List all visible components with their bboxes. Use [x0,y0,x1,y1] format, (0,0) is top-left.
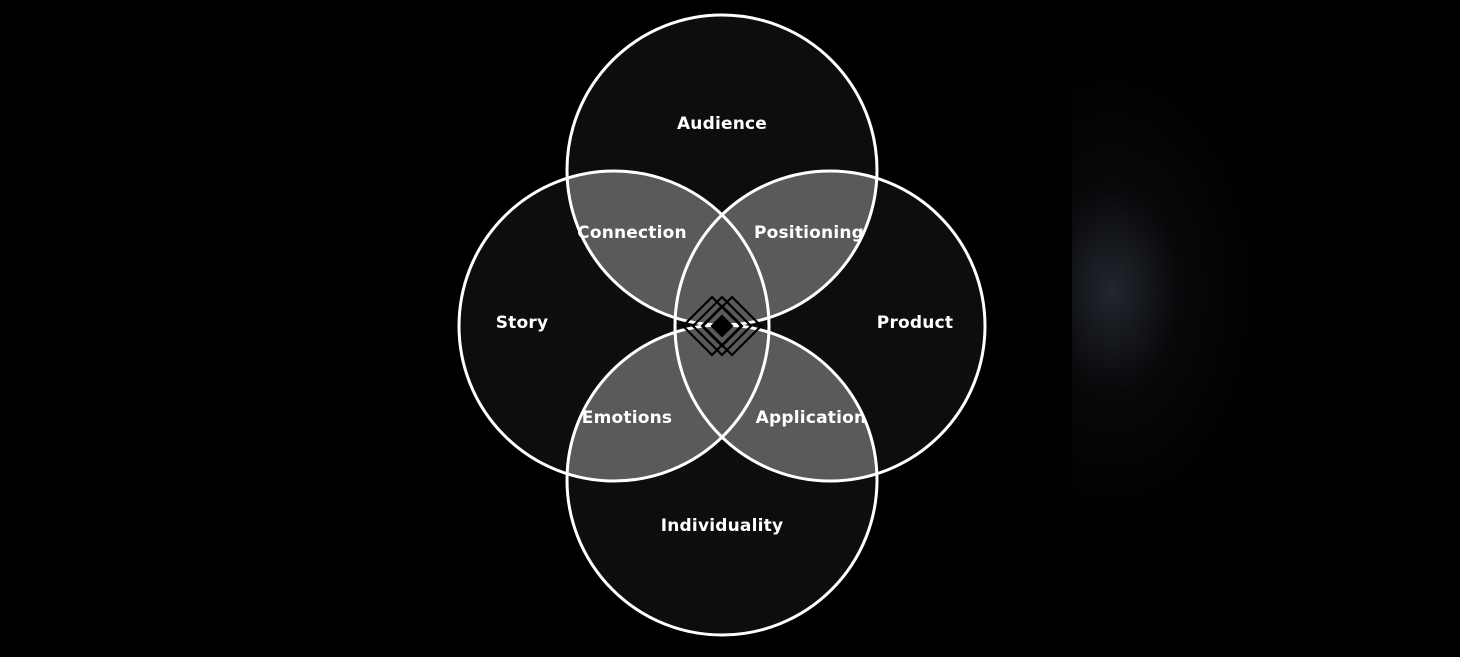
overlap-audience-product-region [675,171,877,325]
label-emotions: Emotions [582,408,672,428]
label-connection: Connection [577,223,687,243]
overlap-audience-story-region [567,171,769,325]
label-story: Story [496,313,549,333]
label-positioning: Positioning [754,223,864,243]
background-glow [1072,40,1460,560]
label-application: Application [756,408,867,428]
label-audience: Audience [677,114,767,134]
label-product: Product [877,313,953,333]
label-individuality: Individuality [661,516,784,536]
layered-diamond-logo-icon [681,295,763,357]
